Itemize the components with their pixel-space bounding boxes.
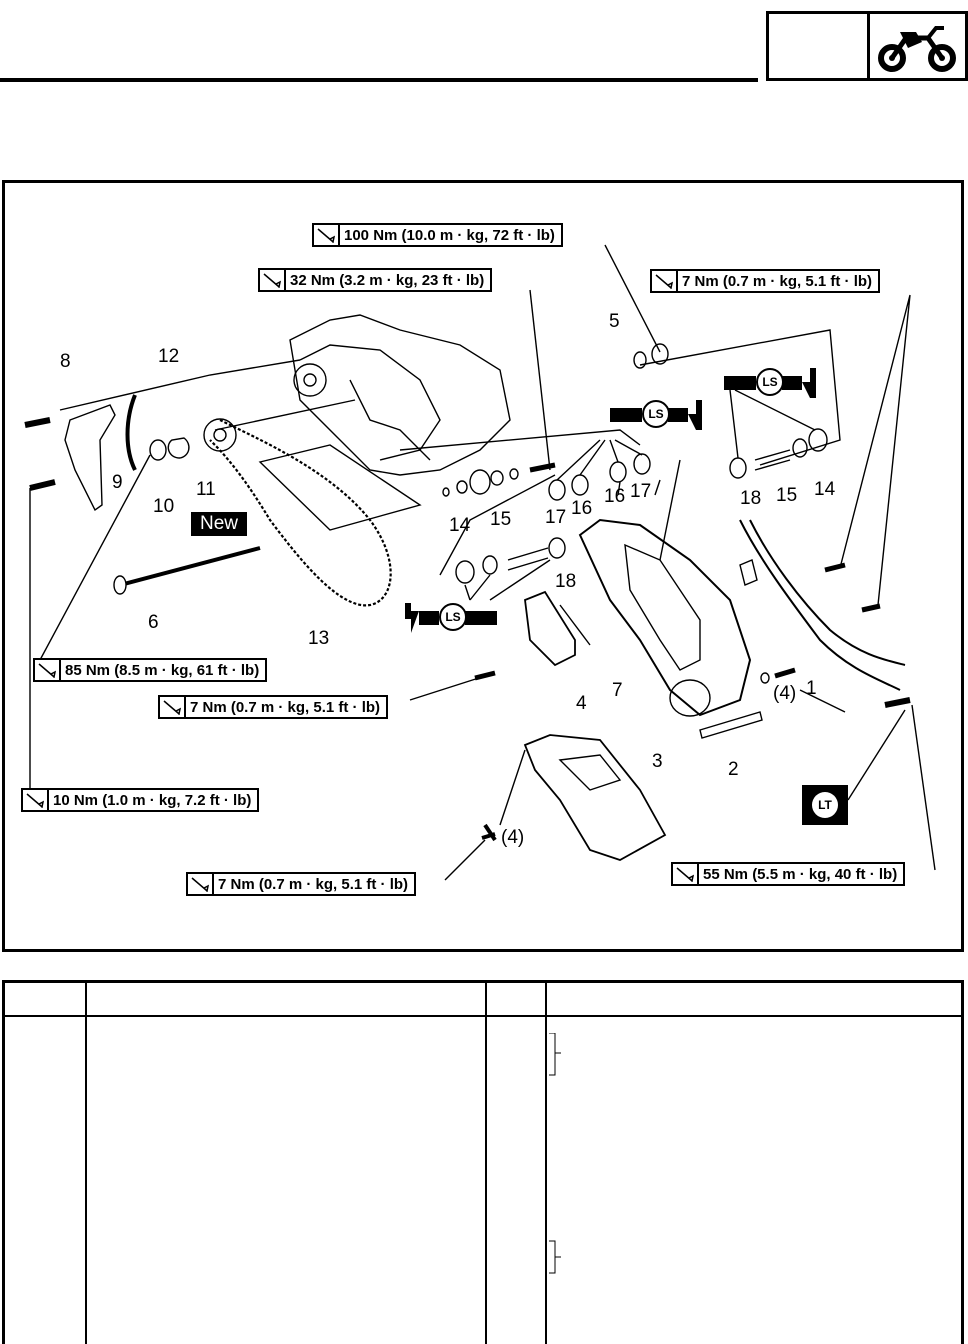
parts-table bbox=[2, 980, 964, 1344]
part-number: 5 bbox=[609, 311, 620, 332]
torque-label-7nm-center: 7 Nm (0.7 m · kg, 5.1 ft · lb) bbox=[158, 695, 389, 719]
torque-label-7nm-bottom: 7 Nm (0.7 m · kg, 5.1 ft · lb) bbox=[186, 872, 417, 896]
wrench-icon bbox=[26, 793, 45, 808]
table-column-divider bbox=[485, 983, 487, 1344]
part-number: 1 bbox=[806, 678, 817, 699]
exploded-diagram-frame bbox=[2, 180, 964, 952]
table-brackets bbox=[549, 1033, 561, 1274]
table-column-divider bbox=[85, 983, 87, 1344]
torque-label-85nm: 85 Nm (8.5 m · kg, 61 ft · lb) bbox=[33, 658, 268, 682]
torque-label-55nm: 55 Nm (5.5 m · kg, 40 ft · lb) bbox=[671, 862, 906, 886]
part-number: 15 bbox=[490, 509, 512, 530]
quantity-label: (4) bbox=[501, 827, 525, 848]
part-number: 11 bbox=[196, 479, 216, 500]
wrench-icon bbox=[263, 273, 282, 288]
motorcycle-icon bbox=[878, 26, 956, 72]
torque-label-7nm-right: 7 Nm (0.7 m · kg, 5.1 ft · lb) bbox=[650, 269, 881, 293]
torque-value: 7 Nm (0.7 m · kg, 5.1 ft · lb) bbox=[682, 272, 873, 290]
ls-grease-badge: LS bbox=[756, 368, 784, 396]
part-number: 9 bbox=[112, 472, 123, 493]
torque-value: 7 Nm (0.7 m · kg, 5.1 ft · lb) bbox=[190, 698, 381, 716]
grease-gun-icon bbox=[610, 400, 702, 430]
table-header-rule bbox=[5, 1015, 961, 1017]
torque-value: 7 Nm (0.7 m · kg, 5.1 ft · lb) bbox=[218, 875, 409, 893]
part-number: 12 bbox=[158, 346, 180, 367]
part-number: 8 bbox=[60, 351, 71, 372]
wrench-icon bbox=[38, 663, 57, 678]
part-number: 16 bbox=[604, 486, 626, 507]
wrench-icon bbox=[676, 867, 695, 882]
torque-label-100nm: 100 Nm (10.0 m · kg, 72 ft · lb) bbox=[312, 223, 563, 247]
part-number: 16 bbox=[571, 498, 593, 519]
torque-value: 85 Nm (8.5 m · kg, 61 ft · lb) bbox=[65, 661, 260, 679]
torque-label-10nm: 10 Nm (1.0 m · kg, 7.2 ft · lb) bbox=[21, 788, 260, 812]
part-number: 2 bbox=[728, 759, 739, 780]
part-number: 6 bbox=[148, 612, 159, 633]
wrench-icon bbox=[655, 274, 674, 289]
torque-label-32nm: 32 Nm (3.2 m · kg, 23 ft · lb) bbox=[258, 268, 493, 292]
torque-value: 100 Nm (10.0 m · kg, 72 ft · lb) bbox=[344, 226, 555, 244]
new-part-tag: New bbox=[191, 512, 247, 536]
part-number: 15 bbox=[776, 485, 798, 506]
wrench-icon bbox=[317, 228, 336, 243]
quantity-label: (4) bbox=[773, 683, 797, 704]
part-number: 13 bbox=[308, 628, 330, 649]
grease-gun-icon bbox=[405, 603, 497, 633]
lt-label: LT bbox=[812, 792, 838, 818]
part-number: 18 bbox=[740, 488, 762, 509]
torque-value: 55 Nm (5.5 m · kg, 40 ft · lb) bbox=[703, 865, 898, 883]
ls-grease-badge: LS bbox=[642, 400, 670, 428]
wrench-icon bbox=[191, 877, 210, 892]
locktite-icon: LT bbox=[802, 785, 848, 825]
part-number: 18 bbox=[555, 571, 577, 592]
part-number: 4 bbox=[576, 693, 587, 714]
wrench-icon bbox=[163, 700, 182, 715]
header-icon-box bbox=[867, 11, 968, 81]
part-number: 17 bbox=[545, 507, 567, 528]
part-number: 14 bbox=[814, 479, 836, 500]
ls-grease-badge: LS bbox=[439, 603, 467, 631]
exploded-diagram-art bbox=[24, 244, 936, 881]
table-column-divider bbox=[545, 983, 547, 1344]
header-rule bbox=[0, 78, 758, 82]
part-number: 3 bbox=[652, 751, 663, 772]
grease-gun-icon bbox=[724, 368, 816, 398]
part-number: 10 bbox=[153, 496, 175, 517]
torque-value: 10 Nm (1.0 m · kg, 7.2 ft · lb) bbox=[53, 791, 252, 809]
part-number: 17 bbox=[630, 481, 652, 502]
part-number: 7 bbox=[612, 680, 623, 701]
part-number: 14 bbox=[449, 515, 471, 536]
torque-value: 32 Nm (3.2 m · kg, 23 ft · lb) bbox=[290, 271, 485, 289]
